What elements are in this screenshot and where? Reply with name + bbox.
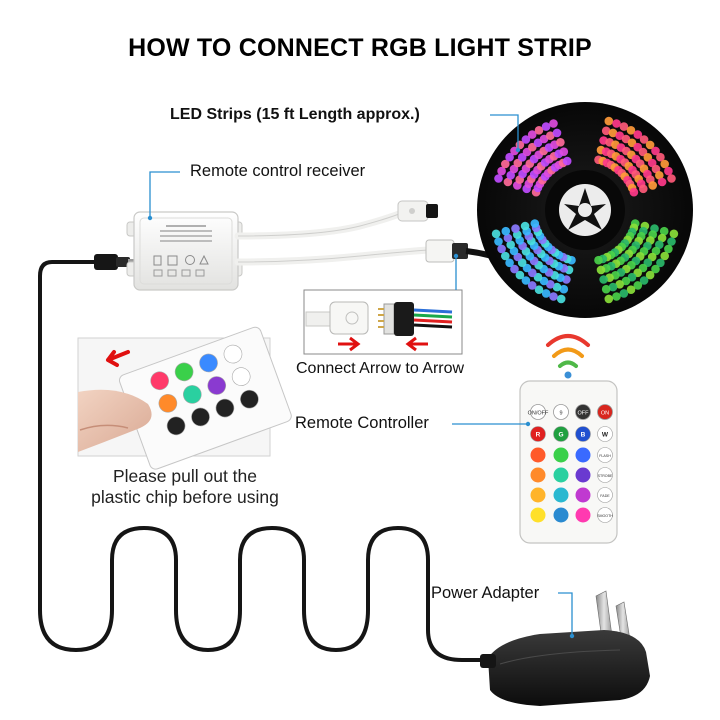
remote-color-button (554, 468, 569, 483)
pull-chip-caption: Please pull out the plastic chip before … (60, 466, 310, 508)
remote-color-button (531, 508, 546, 523)
power-adapter-label: Power Adapter (431, 584, 539, 603)
remote-color-button (576, 488, 591, 503)
remote-top-button-label: OFF (578, 411, 590, 417)
remote-top-button-label: ON/OFF (528, 411, 549, 417)
remote-color-button (576, 448, 591, 463)
receiver-label: Remote control receiver (190, 162, 365, 181)
pull-caption-line-2: plastic chip before using (60, 487, 310, 508)
remote-color-button (531, 448, 546, 463)
connector-inset (304, 290, 462, 354)
remote-rgbw-button-label: B (581, 432, 586, 439)
remote-mode-button-label: STROBE (598, 474, 613, 478)
remote-rgbw-button-label: W (602, 432, 609, 439)
remote-color-button (554, 508, 569, 523)
connect-arrow-label: Connect Arrow to Arrow (296, 360, 464, 378)
remote-color-button (554, 488, 569, 503)
remote-mode-button-label: FLASH (599, 454, 611, 458)
remote-controller: ON/OFF 9 OFF ON R G B W FLASH STROBE FADE SMOOTH (520, 381, 617, 543)
pull-caption-line-1: Please pull out the (60, 466, 310, 487)
ir-sensor-head (398, 201, 438, 221)
led-strips-label: LED Strips (15 ft Length approx.) (170, 106, 420, 124)
power-adapter (480, 591, 650, 706)
led-strip-reel (477, 102, 693, 318)
remote-color-button (576, 508, 591, 523)
wireless-signal-icon (548, 336, 588, 379)
remote-color-button (531, 488, 546, 503)
remote-color-button (554, 448, 569, 463)
remote-color-button (576, 468, 591, 483)
remote-mode-button-label: SMOOTH (597, 514, 613, 518)
remote-rgbw-button-label: G (558, 432, 563, 439)
remote-top-button-label: ON (601, 411, 609, 417)
remote-mode-button-label: FADE (600, 494, 610, 498)
pull-tab-photo (78, 326, 293, 471)
remote-controller-label: Remote Controller (295, 414, 429, 433)
remote-receiver-box (127, 212, 242, 290)
remote-rgbw-button-label: R (536, 432, 541, 439)
page-title: HOW TO CONNECT RGB LIGHT STRIP (0, 34, 720, 63)
remote-color-button (531, 468, 546, 483)
remote-top-button-label: 9 (559, 411, 562, 417)
